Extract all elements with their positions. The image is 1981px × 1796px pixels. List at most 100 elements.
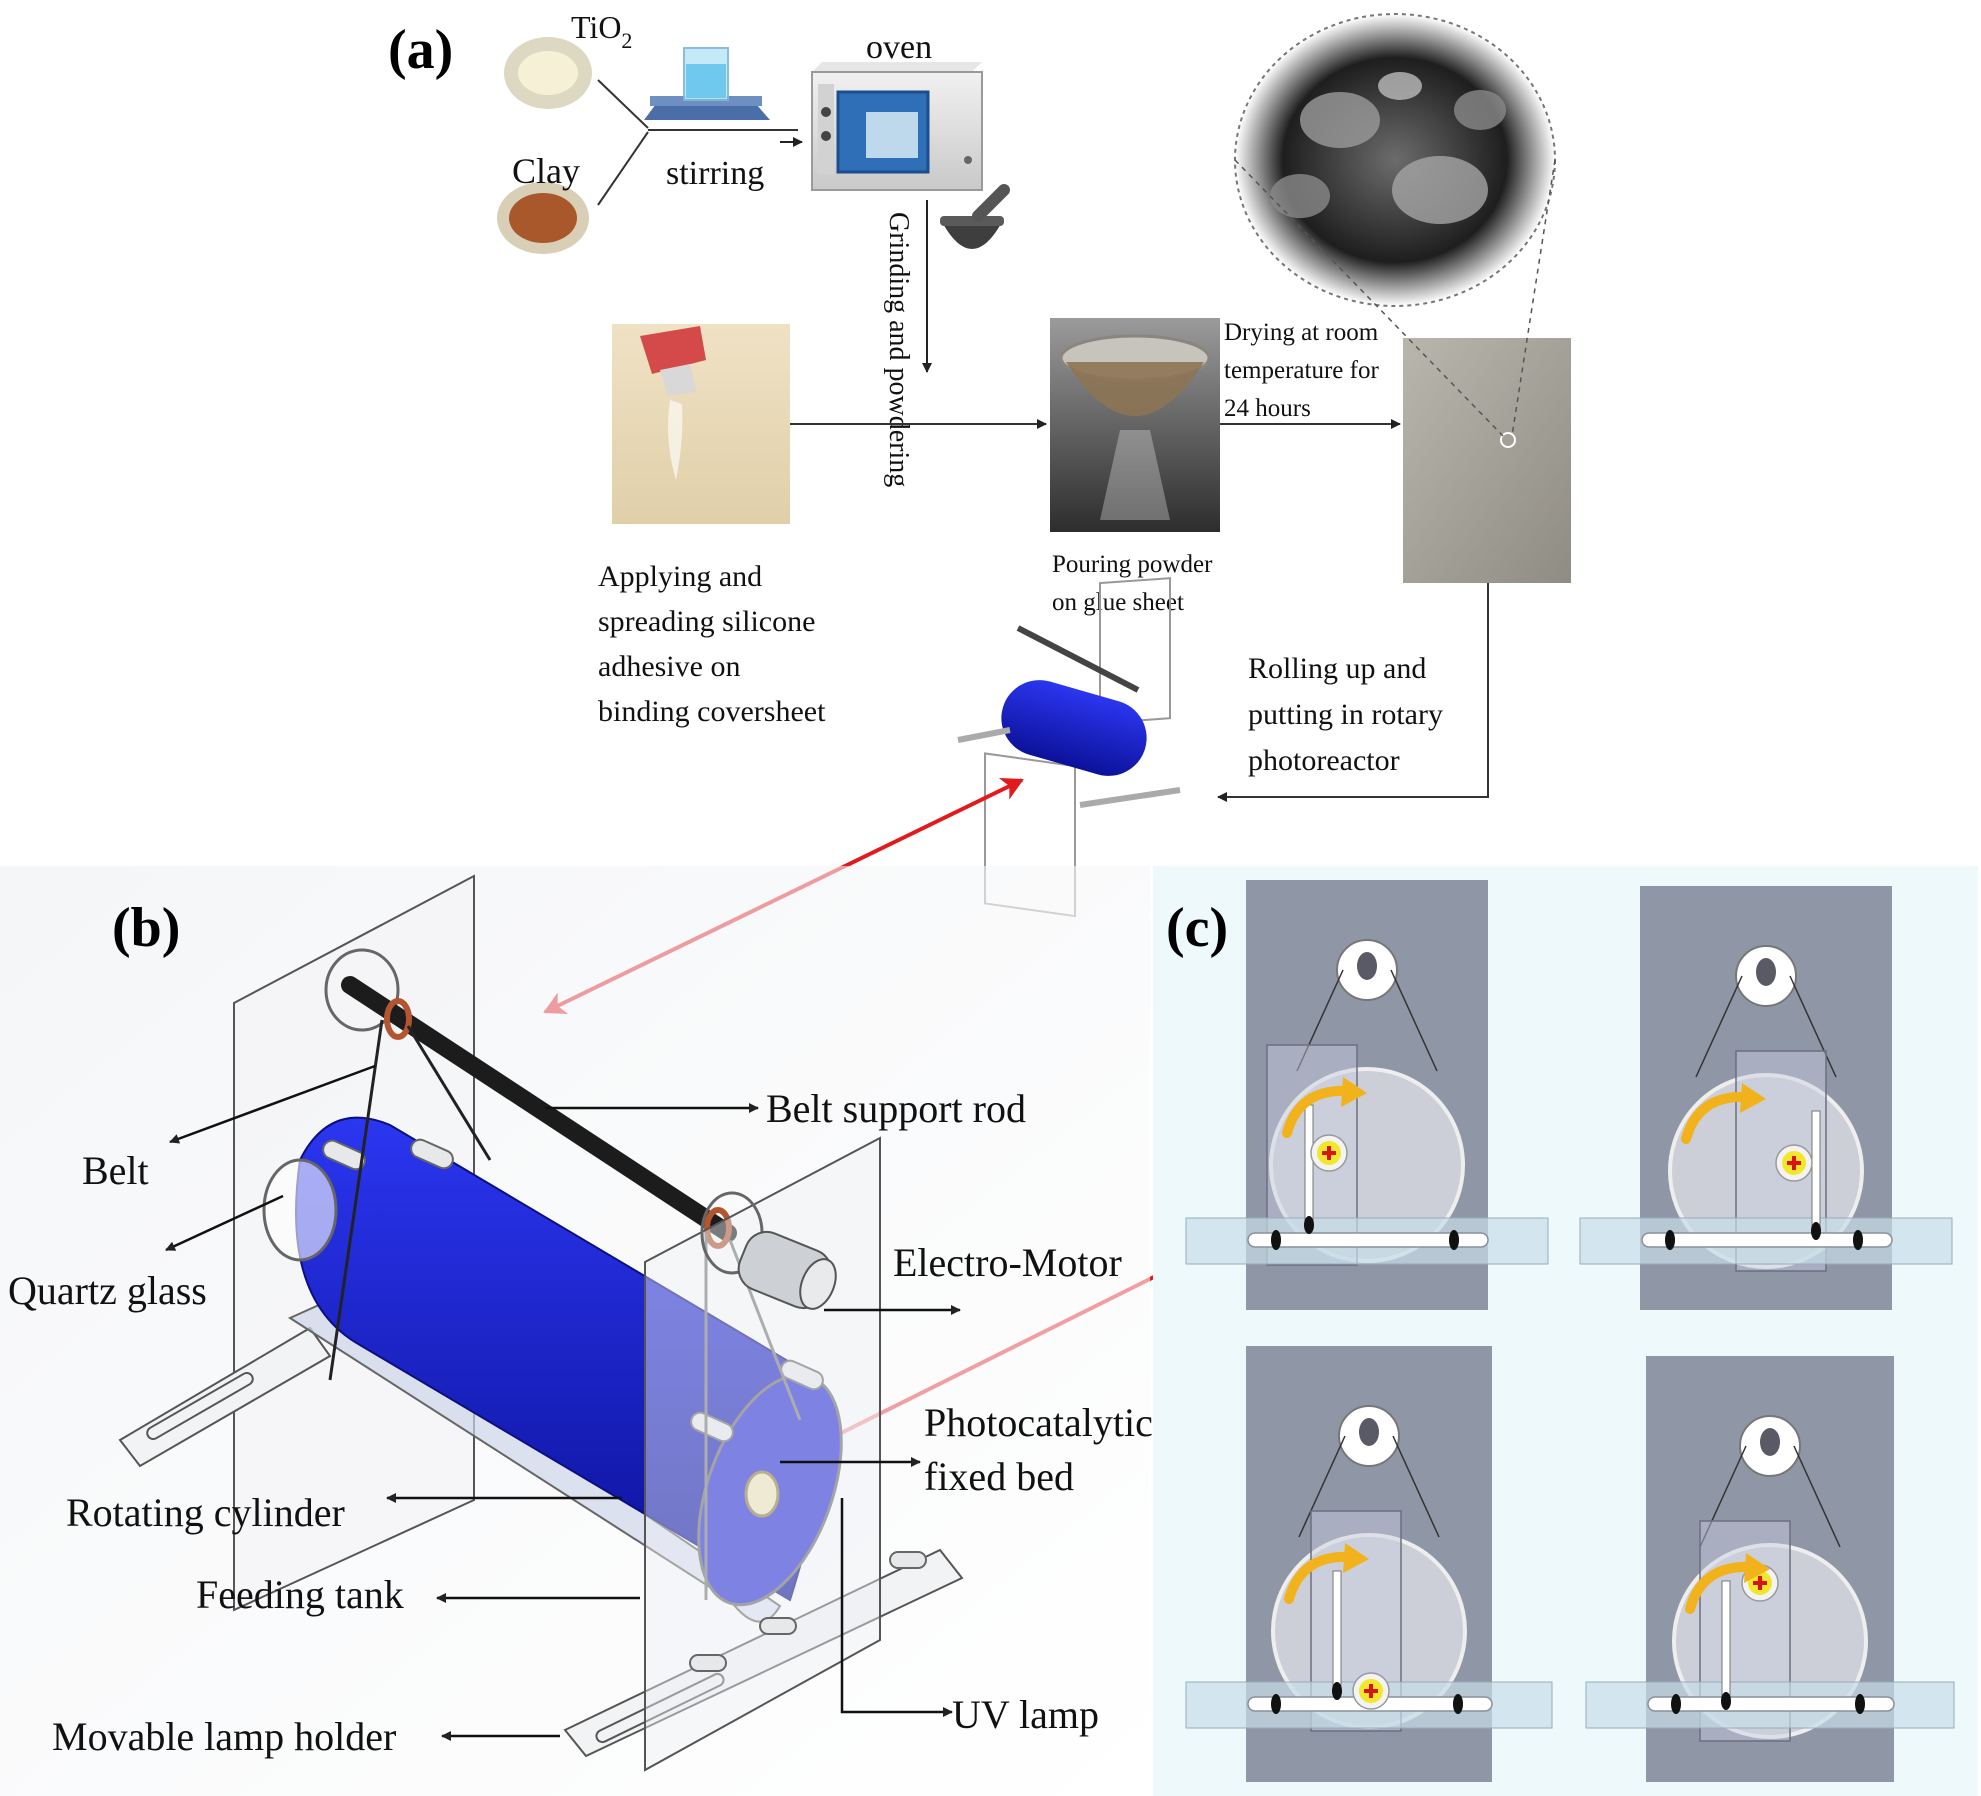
belt-line (1699, 1445, 1747, 1548)
photocatalytic-bed-label: Photocatalytic fixed bed (924, 1400, 1163, 1499)
belt-support-rod-label: Belt support rod (766, 1086, 1026, 1131)
drying-label: Drying at room temperature for 24 hours (1224, 319, 1385, 422)
lamp-stick (1721, 1580, 1731, 1702)
rotation-arrowhead (1343, 1543, 1369, 1573)
front-base-bar (563, 1548, 964, 1758)
magnetic-stirrer-icon (644, 47, 770, 120)
belt-line (1789, 975, 1837, 1078)
applying-label: Applying and spreading silicone adhesive… (598, 560, 826, 728)
rod-ring (704, 1207, 732, 1249)
panel-c: (c) (1153, 866, 1978, 1796)
tio2-dish (504, 37, 592, 109)
pulley-axle (1760, 1428, 1780, 1456)
panel-a: (a) TiO2 Clay stirring (388, 9, 1571, 918)
rotation-arrowhead (1341, 1077, 1367, 1107)
uv-lamp-label: UV lamp (952, 1692, 1099, 1737)
rotation-stage-view (1579, 886, 1953, 1310)
rotation-arrow (1681, 1091, 1751, 1144)
stirring-label: stirring (666, 155, 764, 192)
uv-lamp-cross (1787, 1156, 1801, 1170)
uv-lamp-end (744, 1470, 780, 1518)
belt-support-rod (341, 976, 737, 1242)
clay-dish (497, 182, 589, 254)
pin (410, 1138, 454, 1170)
panel-c-letter: (c) (1166, 897, 1228, 959)
lamp-stick-end (1721, 1692, 1731, 1710)
oven-icon (811, 62, 983, 191)
holder-screw (1671, 1694, 1681, 1714)
belt (328, 1019, 492, 1381)
feeding-tank-label: Feeding tank (196, 1572, 404, 1617)
belt-line (1298, 1435, 1346, 1538)
electro-motor-label: Electro-Motor (893, 1240, 1122, 1285)
belt-pointer (169, 1064, 376, 1144)
belt-line (1392, 1435, 1440, 1538)
rotation-stage-view (1185, 1346, 1553, 1782)
lamp-stick-end (1304, 1216, 1314, 1234)
sem-micrograph (1234, 13, 1556, 437)
lamp-stick (1332, 1570, 1342, 1692)
belt-label: Belt (82, 1148, 149, 1193)
holder-screw (1453, 1694, 1463, 1714)
holder-screw (1449, 1230, 1459, 1250)
rotating-cylinder (295, 1116, 843, 1607)
pulley-axle (1359, 1418, 1379, 1446)
rotation-arrowhead (1744, 1553, 1770, 1583)
zoom-spot (1500, 432, 1516, 448)
movable-lamp-holder-label: Movable lamp holder (52, 1714, 396, 1759)
holder-slot (1647, 1696, 1895, 1712)
holder-screw (1855, 1694, 1865, 1714)
pin (780, 1359, 824, 1391)
lamp-stick-end (1811, 1222, 1821, 1240)
grinding-label: Grinding and powdering (883, 212, 914, 487)
uv-lamp-cross (1364, 1684, 1378, 1698)
rotation-arrow (1685, 1561, 1755, 1614)
back-base-bar (118, 1326, 332, 1468)
rotation-stage-view (1185, 880, 1549, 1310)
holder-slot (1641, 1232, 1893, 1248)
holder-screw (1665, 1230, 1675, 1250)
rolling-label: Rolling up and putting in rotary photore… (1248, 652, 1450, 777)
uv-lamp-cross (1322, 1146, 1336, 1160)
rotating-cylinder-label: Rotating cylinder (66, 1490, 345, 1535)
tio2-label: TiO2 (571, 9, 632, 53)
belt-line (1695, 975, 1743, 1078)
belt-line (1390, 969, 1438, 1072)
rotation-arrow (1284, 1551, 1354, 1604)
lamp-stick (1304, 1104, 1314, 1226)
belt-line (1793, 1445, 1841, 1548)
pulley-axle (1357, 952, 1377, 980)
electro-motor (737, 1230, 837, 1310)
pin (322, 1139, 366, 1171)
sieve-photo (1050, 318, 1220, 532)
lamp-stick-end (1332, 1682, 1342, 1700)
rod-ring (384, 998, 412, 1040)
holder-screw (1853, 1230, 1863, 1250)
quartz-glass-pointer (165, 1194, 284, 1252)
pouring-label: Pouring powder on glue sheet (1052, 551, 1219, 616)
holder-slot (1247, 1232, 1489, 1248)
quartz-glass-end (262, 1158, 338, 1262)
holder-screw (1271, 1694, 1281, 1714)
panel-b-letter: (b) (112, 897, 180, 959)
holder-pin (889, 1551, 927, 1569)
glue-tube-photo (612, 324, 790, 524)
pulley-axle (1756, 958, 1776, 986)
panel-a-letter: (a) (388, 19, 453, 81)
panel-b: (b) (0, 866, 1163, 1796)
back-plate-hole (324, 948, 400, 1032)
quartz-glass-label: Quartz glass (8, 1268, 207, 1313)
mortar-pestle-icon (940, 184, 1010, 249)
reactor-thumbnail (957, 577, 1181, 918)
clay-label: Clay (512, 151, 580, 191)
rotation-arrowhead (1740, 1083, 1766, 1113)
uv-lamp-pointer (840, 1498, 953, 1717)
oven-label: oven (866, 29, 932, 66)
rotation-arrow (1282, 1085, 1352, 1138)
rotation-stage-view (1585, 1356, 1955, 1782)
rolling-arrow (1217, 583, 1489, 802)
mix-connector-lines (597, 79, 798, 206)
coated-sheet-photo (1403, 338, 1571, 583)
